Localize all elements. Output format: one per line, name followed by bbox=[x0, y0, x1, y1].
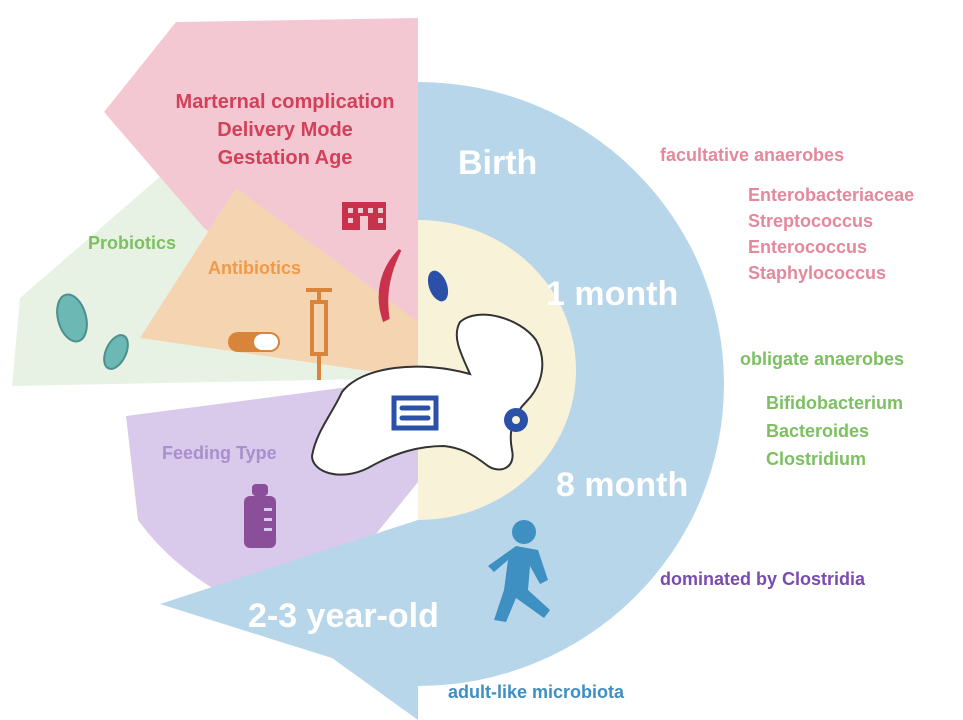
facultative-item: Streptococcus bbox=[748, 208, 914, 234]
birth-label: Birth bbox=[458, 143, 537, 183]
obligate-item: Clostridium bbox=[766, 445, 903, 473]
facultative-anaerobes-title: facultative anaerobes bbox=[660, 141, 844, 169]
hospital-icon bbox=[342, 202, 386, 230]
pill-icon bbox=[228, 332, 280, 352]
feeding-type-label: Feeding Type bbox=[162, 439, 277, 467]
obligate-list: Bifidobacterium Bacteroides Clostridium bbox=[766, 389, 903, 473]
obligate-item: Bifidobacterium bbox=[766, 389, 903, 417]
antibiotics-label: Antibiotics bbox=[208, 254, 301, 282]
adult-microbiota-label: adult-like microbiota bbox=[448, 678, 624, 706]
toddler-label: 2-3 year-old bbox=[248, 596, 439, 636]
maternal-complication-text: Marternal complication bbox=[160, 88, 410, 116]
obligate-anaerobes-title: obligate anaerobes bbox=[740, 345, 904, 373]
probiotics-label: Probiotics bbox=[88, 229, 176, 257]
delivery-mode-text: Delivery Mode bbox=[160, 116, 410, 144]
maternal-factors-label: Marternal complication Delivery Mode Ges… bbox=[160, 88, 410, 172]
obligate-item: Bacteroides bbox=[766, 417, 903, 445]
gestation-age-text: Gestation Age bbox=[160, 144, 410, 172]
facultative-item: Staphylococcus bbox=[748, 260, 914, 286]
one-month-label: 1 month bbox=[546, 274, 678, 314]
facultative-list: Enterobacteriaceae Streptococcus Enteroc… bbox=[748, 182, 914, 286]
eight-month-label: 8 month bbox=[556, 465, 688, 505]
clostridia-label: dominated by Clostridia bbox=[660, 565, 865, 593]
facultative-item: Enterobacteriaceae bbox=[748, 182, 914, 208]
facultative-item: Enterococcus bbox=[748, 234, 914, 260]
